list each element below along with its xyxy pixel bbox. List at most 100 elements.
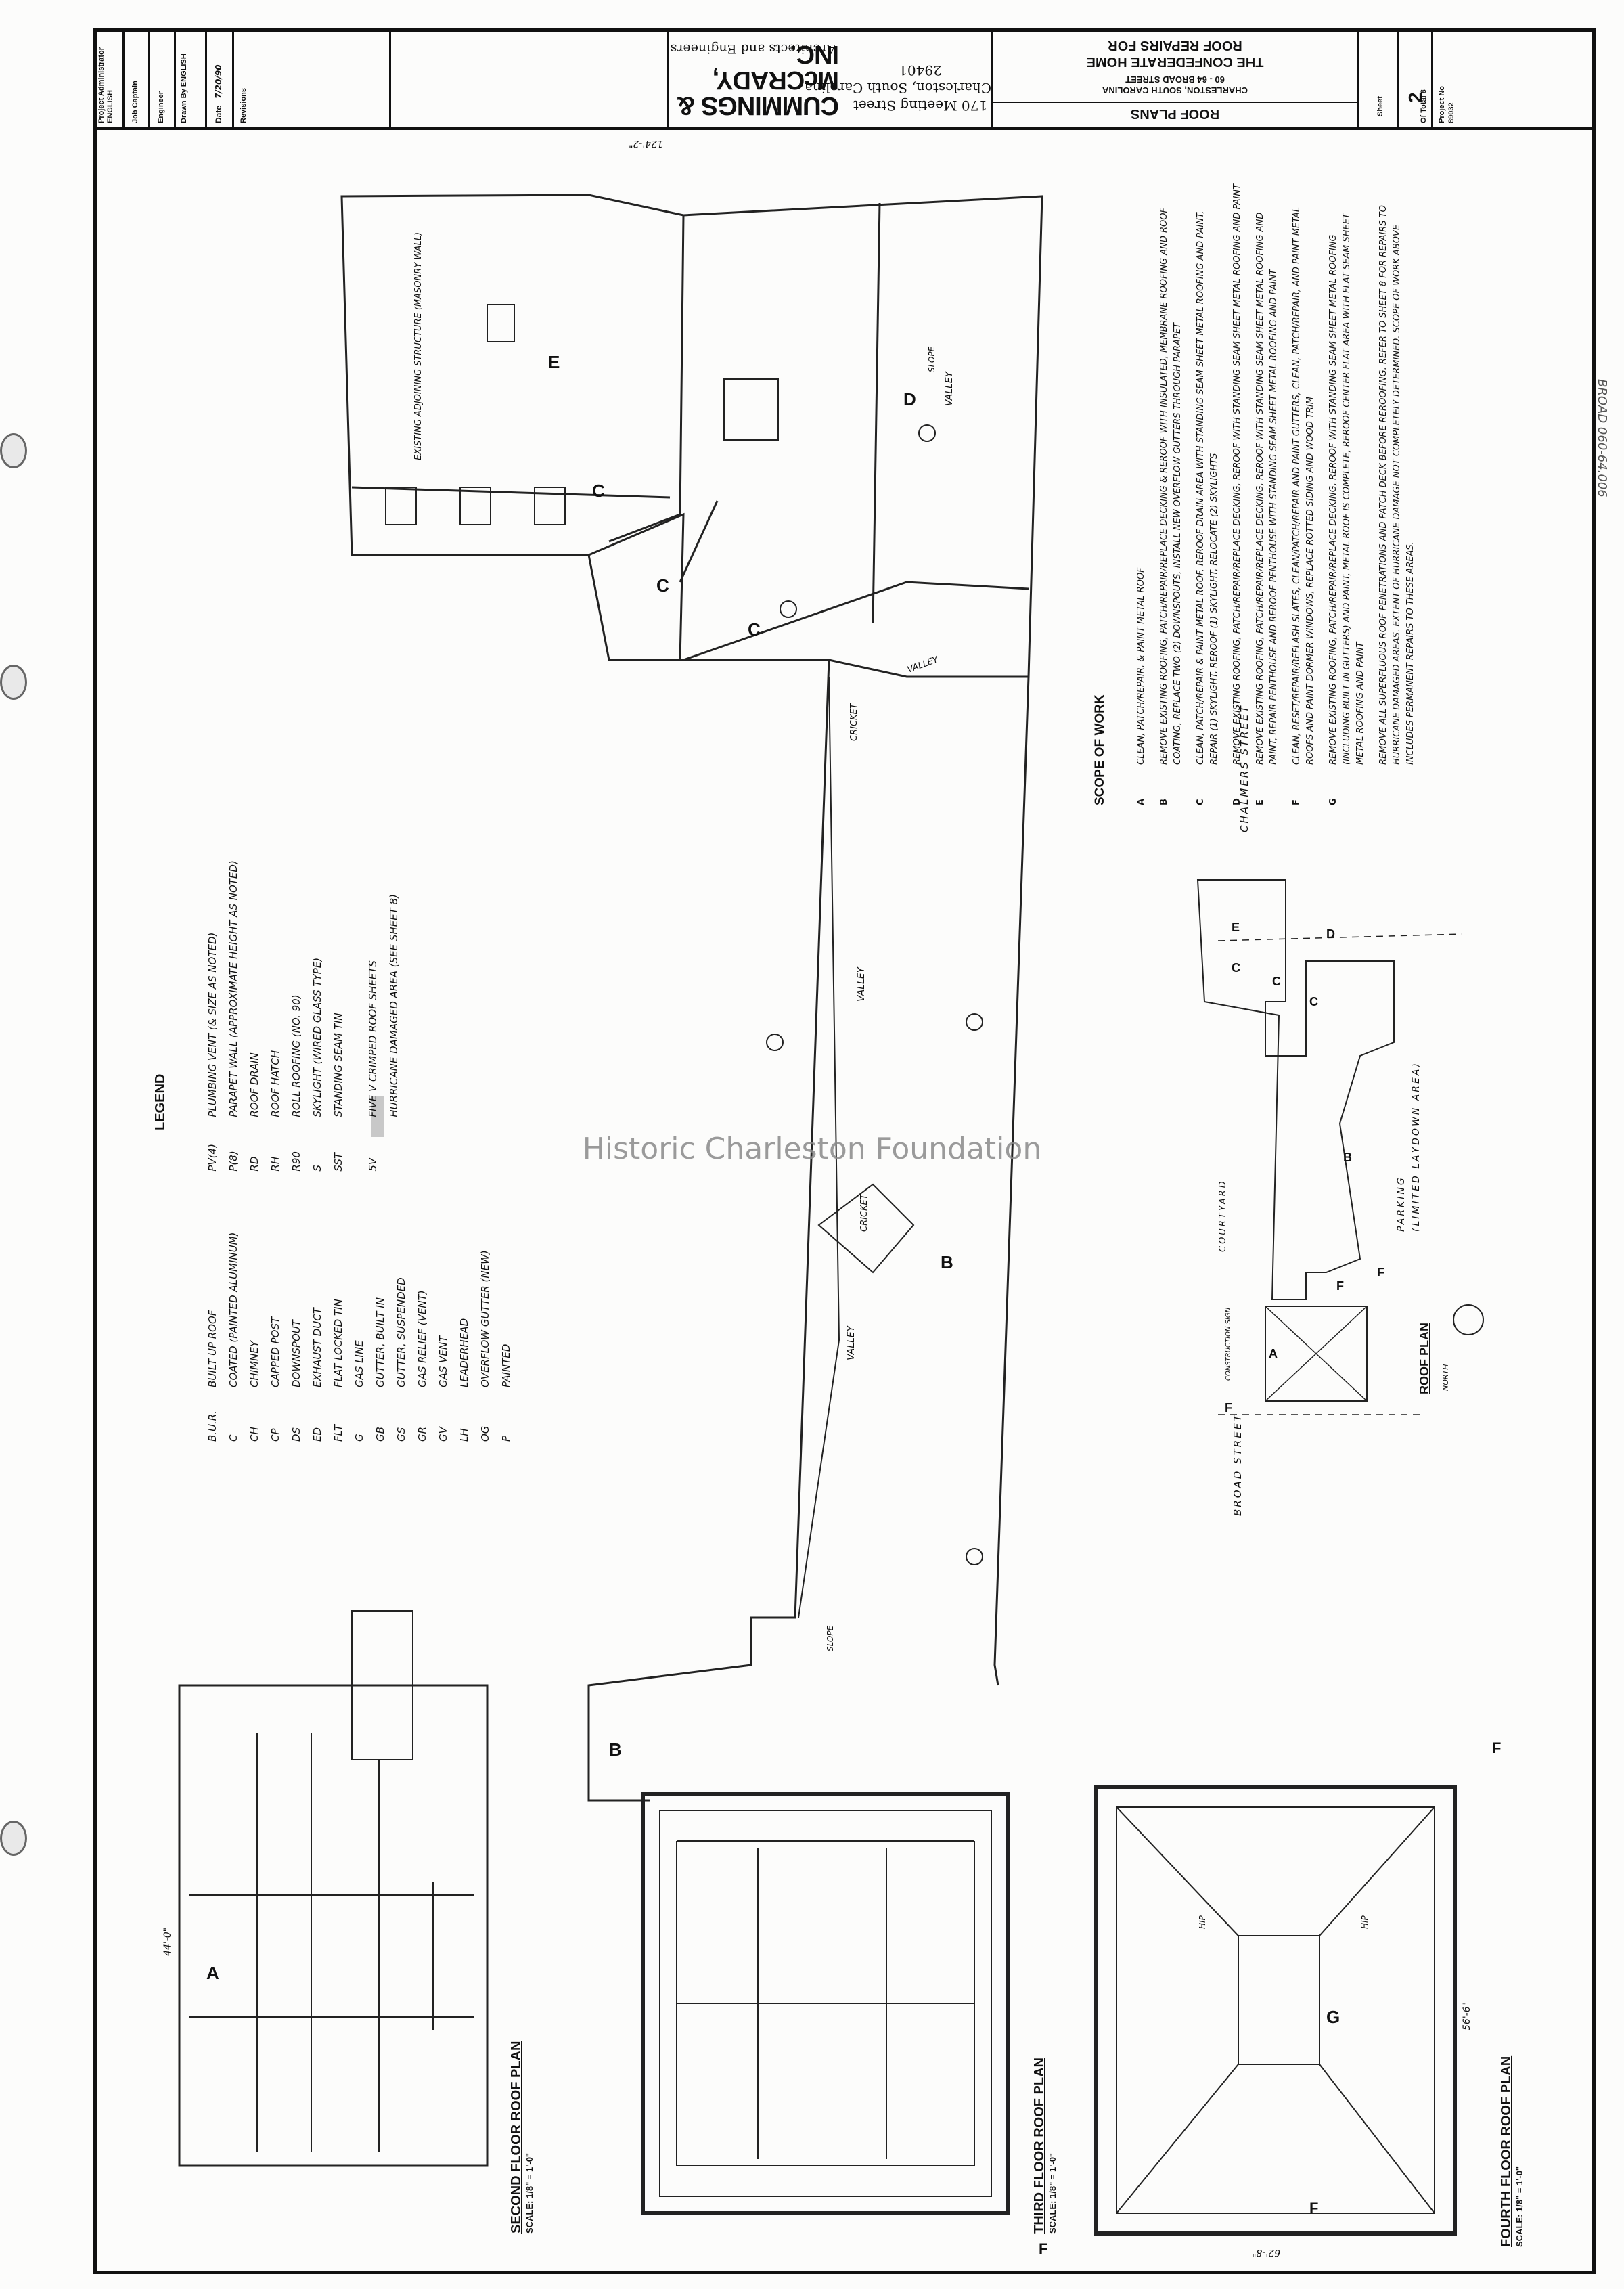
legend-item: OGOVERFLOW GUTTER (NEW)	[479, 1250, 491, 1442]
existing-wall-note: EXISTING ADJOINING STRUCTURE (MASONRY WA…	[413, 231, 424, 460]
north-label: NORTH	[1441, 1364, 1450, 1391]
legend-item: P(8)PARAPET WALL (APPROXIMATE HEIGHT AS …	[227, 860, 240, 1172]
legend-item: B.U.R.BUILT UP ROOF	[206, 1310, 219, 1442]
dimension-fourth-b: 62'-8"	[1252, 2247, 1281, 2258]
legend-item: GGAS LINE	[353, 1340, 365, 1442]
area-label-d: D	[903, 389, 916, 409]
dimension-top: 124'-2"	[629, 138, 663, 149]
legend-item: 5VFIVE V CRIMPED ROOF SHEETS	[367, 960, 379, 1172]
legend-item: PV(4)PLUMBING VENT (& SIZE AS NOTED)	[206, 932, 219, 1172]
parking-label: PARKING (LIMITED LAYDOWN AREA)	[1396, 1061, 1422, 1232]
hip-note: HIP	[1198, 1915, 1207, 1929]
watermark: Historic Charleston Foundation	[582, 1132, 1042, 1166]
tb-admin-cell: Project Administrator ENGLISH	[93, 28, 125, 127]
tb-sheetno-cell: 2 Of Total 8	[1399, 28, 1433, 127]
valley-note: VALLEY	[846, 1325, 857, 1360]
legend-item: SSTSTANDING SEAM TIN	[332, 1013, 344, 1172]
binder-hole	[0, 433, 27, 468]
area-label-c: C	[656, 575, 669, 596]
key-area-f: F	[1377, 1266, 1384, 1279]
area-label-f: F	[1039, 2240, 1048, 2257]
key-area-d: D	[1326, 927, 1335, 941]
fourth-floor-plan	[1094, 1785, 1457, 2236]
valley-note: VALLEY	[856, 966, 867, 1002]
hip-note: HIP	[1360, 1915, 1370, 1929]
tb-date-cell: Date 7/20/90	[207, 28, 234, 127]
third-floor-title: THIRD FLOOR ROOF PLAN SCALE: 1/8" = 1'-0…	[1032, 2058, 1058, 2234]
legend-item: DSDOWNSPOUT	[290, 1320, 302, 1442]
dimension-fourth: 56'-6"	[1462, 2001, 1472, 2030]
archive-number: BROAD 060-64.006	[1595, 379, 1609, 497]
key-plan-outline	[1196, 879, 1395, 1300]
legend-item: CPCAPPED POST	[269, 1316, 281, 1442]
legend-item: CHCHIMNEY	[248, 1341, 261, 1442]
legend-item: GVGAS VENT	[437, 1335, 449, 1442]
legend-item: GSGUTTER, SUSPENDED	[395, 1277, 407, 1442]
area-label-f: F	[1492, 1739, 1502, 1756]
wing-b-outline	[587, 659, 830, 1802]
area-label-a: A	[206, 1963, 219, 1983]
legend-item: EDEXHAUST DUCT	[311, 1308, 323, 1442]
legend-right-list: PV(4)PLUMBING VENT (& SIZE AS NOTED) P(8…	[202, 860, 517, 1171]
second-floor-title: SECOND FLOOR ROOF PLAN SCALE: 1/8" = 1'-…	[509, 2041, 535, 2234]
legend-item: R90ROLL ROOFING (NO. 90)	[290, 994, 302, 1172]
third-floor-plan	[641, 1792, 1010, 2215]
key-area-b: B	[1343, 1151, 1352, 1164]
tb-revisions-cell: Revisions	[234, 28, 391, 127]
slope-note: SLOPE	[927, 346, 937, 372]
area-label-g: G	[1326, 2007, 1340, 2027]
cricket-note: CRICKET	[859, 1194, 870, 1232]
scope-item: REMOVE ALL SUPERFLUOUS ROOF PENETRATIONS…	[1378, 205, 1416, 765]
binder-hole	[0, 665, 27, 700]
area-label-e: E	[548, 352, 560, 372]
legend: LEGEND B.U.R.BUILT UP ROOF CCOATED (PAIN…	[153, 765, 517, 1442]
area-label-b: B	[609, 1739, 622, 1760]
sheet-border	[93, 28, 1596, 2274]
upper-building-outline	[340, 194, 1043, 678]
street-top: CHALMERS STREET	[1238, 704, 1250, 832]
legend-item: PPAINTED	[500, 1343, 512, 1442]
fourth-floor-title: FOURTH FLOOR ROOF PLAN SCALE: 1/8" = 1'-…	[1499, 2055, 1525, 2247]
title-block: Project Administrator ENGLISH Job Captai…	[93, 28, 1596, 130]
area-label-c: C	[748, 619, 761, 640]
legend-item: GBGUTTER, BUILT IN	[374, 1297, 386, 1442]
key-plan-title: ROOF PLAN	[1418, 1323, 1431, 1394]
legend-item: SSKYLIGHT (WIRED GLASS TYPE)	[311, 957, 323, 1172]
key-area-c: C	[1232, 961, 1240, 975]
slope-note: SLOPE	[826, 1625, 835, 1651]
key-area-f: F	[1225, 1401, 1232, 1415]
legend-item: GRGAS RELIEF (VENT)	[416, 1290, 428, 1442]
dimension-second: 44'-0"	[162, 1927, 173, 1956]
courtyard-label: COURTYARD	[1218, 1179, 1228, 1252]
hurricane-swatch	[371, 1096, 384, 1137]
area-label-f: F	[1309, 2200, 1319, 2217]
legend-item: RDROOF DRAIN	[248, 1052, 261, 1172]
legend-title: LEGEND	[153, 1073, 168, 1130]
legend-item: CCOATED (PAINTED ALUMINUM)	[227, 1232, 240, 1442]
cricket-note: CRICKET	[849, 703, 859, 741]
key-area-a: A	[1269, 1347, 1278, 1360]
legend-left-list: B.U.R.BUILT UP ROOF CCOATED (PAINTED ALU…	[202, 1232, 517, 1442]
street-bottom: BROAD STREET	[1232, 1413, 1244, 1516]
tb-blank-cell	[391, 28, 669, 127]
second-floor-plan	[178, 1684, 489, 2167]
tb-firm-cell: 170 Meeting Street Charleston, South Car…	[669, 28, 993, 127]
tb-engineer-cell: Engineer	[150, 28, 176, 127]
valley-note: VALLEY	[944, 371, 955, 406]
key-area-c: C	[1309, 995, 1318, 1008]
key-area-f: F	[1336, 1279, 1344, 1293]
key-area-c: C	[1272, 975, 1281, 988]
legend-item: FLTFLAT LOCKED TIN	[332, 1299, 344, 1442]
scope-title: SCOPE OF WORK	[1093, 694, 1107, 805]
legend-item: HURRICANE DAMAGED AREA (SEE SHEET 8)	[388, 894, 400, 1117]
legend-item: LHLEADERHEAD	[458, 1318, 470, 1442]
area-label-b: B	[941, 1252, 953, 1272]
